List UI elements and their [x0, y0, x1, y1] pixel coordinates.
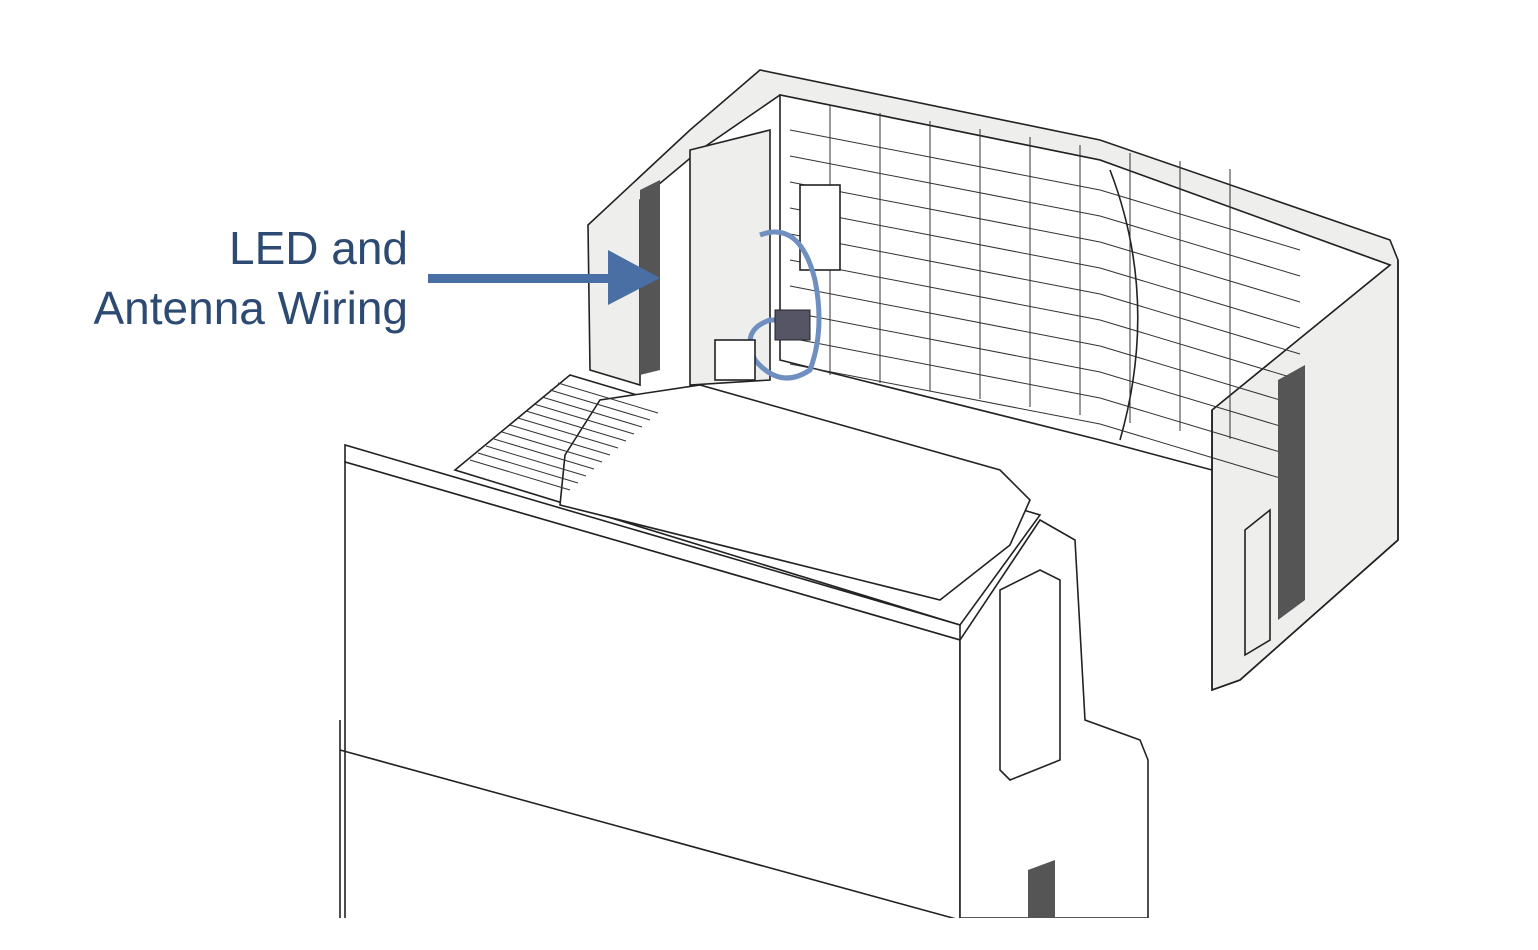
callout-label: LED and Antenna Wiring — [94, 218, 409, 338]
front-chassis — [0, 374, 1538, 950]
callout-arrow — [428, 250, 660, 305]
callout-line-2: Antenna Wiring — [93, 282, 409, 334]
callout-line-1: LED and — [228, 222, 408, 274]
led-antenna-wiring — [714, 229, 822, 381]
rear-housing — [587, 69, 1399, 692]
